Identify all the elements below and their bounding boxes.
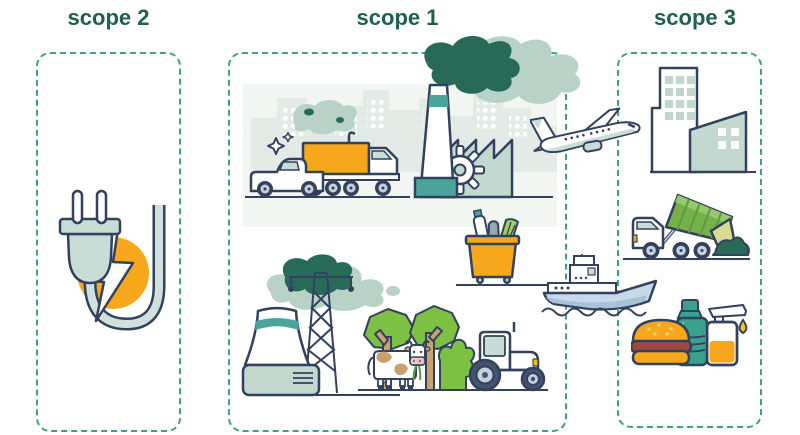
city-skyline-illustration xyxy=(243,84,557,227)
waste-pile xyxy=(712,236,750,256)
smoke-cloud-dark xyxy=(424,35,520,94)
scope-1-panel xyxy=(228,52,567,432)
exhaust-smoke xyxy=(293,100,357,135)
airplane-fuselage xyxy=(539,121,641,153)
scope-2-title: scope 2 xyxy=(67,5,150,30)
transmission-pylon xyxy=(288,272,354,394)
building-windows xyxy=(665,76,695,120)
plug-body xyxy=(58,189,122,285)
farm-illustration xyxy=(358,305,548,392)
pickup-truck xyxy=(249,157,325,197)
airplane-illustration xyxy=(530,107,641,153)
oil-drop-icon xyxy=(738,318,748,335)
power-plant-illustration xyxy=(241,254,400,397)
electric-plug-illustration xyxy=(58,189,166,331)
factory-illustration xyxy=(413,35,581,199)
water-waves xyxy=(541,307,647,317)
scope-1-title: scope 1 xyxy=(356,5,439,30)
scope-3-title: scope 3 xyxy=(654,5,736,30)
cow xyxy=(367,340,431,390)
tractor xyxy=(468,322,546,392)
pump-bottle xyxy=(705,304,748,367)
trucks-illustration xyxy=(245,100,410,198)
smoke-cloud-dark xyxy=(282,254,353,295)
truck-cab xyxy=(631,216,665,250)
office-buildings-illustration xyxy=(650,66,756,174)
factory-chimney xyxy=(413,83,459,199)
truck-wheels xyxy=(642,242,711,259)
bush xyxy=(438,338,476,391)
cooling-tower xyxy=(243,306,311,367)
waste-dumpster-illustration xyxy=(456,208,552,286)
scope-3-panel xyxy=(617,52,762,428)
trash-items xyxy=(472,208,519,243)
sparkle-icon xyxy=(267,131,294,155)
burger xyxy=(631,318,693,366)
cargo-ship-illustration xyxy=(541,254,658,317)
consumer-goods-illustration xyxy=(631,299,748,367)
plant-building xyxy=(241,363,321,397)
garbage-truck-illustration xyxy=(623,193,750,260)
scope-2-panel xyxy=(36,52,181,432)
